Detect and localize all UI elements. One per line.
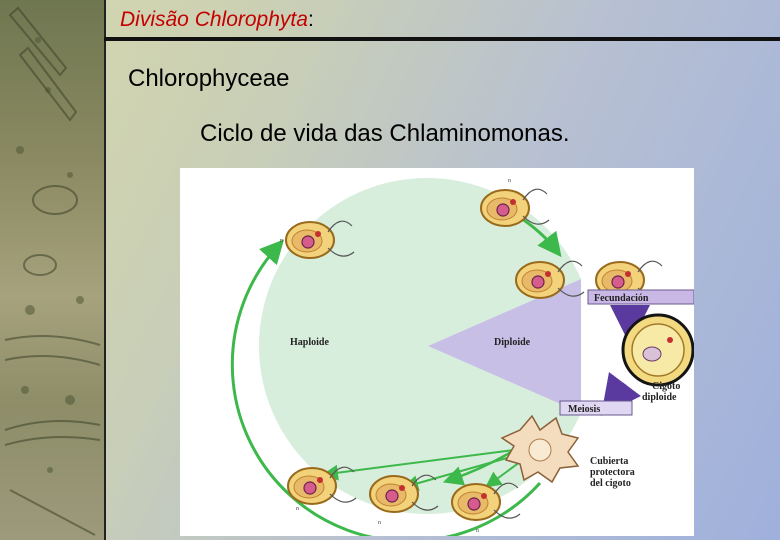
- gamete-top: [481, 189, 549, 226]
- cover-label-line3: del cigoto: [590, 478, 631, 489]
- cell-tag-4: n: [378, 520, 381, 526]
- diploid-label: Diploide: [494, 337, 531, 348]
- fecundation-label: Fecundación: [594, 293, 649, 304]
- zygote-label-line2: diploide: [642, 392, 677, 403]
- zygote-label-line1: Cigoto: [652, 381, 680, 392]
- life-cycle-svg: Haploide Diploide Fecundación Cigoto dip…: [180, 168, 694, 536]
- cover-label-line1: Cubierta: [590, 456, 628, 467]
- micrograph-texture: [0, 0, 104, 540]
- slide-title-colon: :: [308, 8, 314, 31]
- diploid-zygote: [623, 315, 693, 385]
- cell-tag-2: n: [280, 238, 283, 244]
- title-underline: [104, 37, 780, 41]
- cover-label-line2: protectora: [590, 467, 635, 478]
- meiosis-label: Meiosis: [568, 404, 600, 415]
- cell-tag-3: n: [296, 506, 299, 512]
- slide-title-text: Divisão Chlorophyta: [120, 8, 308, 31]
- life-cycle-diagram: Haploide Diploide Fecundación Cigoto dip…: [180, 168, 694, 536]
- cell-tag-1: n: [508, 178, 511, 184]
- micrograph-strip: [0, 0, 106, 540]
- slide-subtitle: Chlorophyceae: [128, 65, 289, 93]
- slide-title: Divisão Chlorophyta:: [120, 8, 314, 32]
- haploid-label: Haploide: [290, 337, 329, 348]
- cell-tag-5: n: [476, 528, 479, 534]
- figure-caption: Ciclo de vida das Chlaminomonas.: [200, 120, 570, 148]
